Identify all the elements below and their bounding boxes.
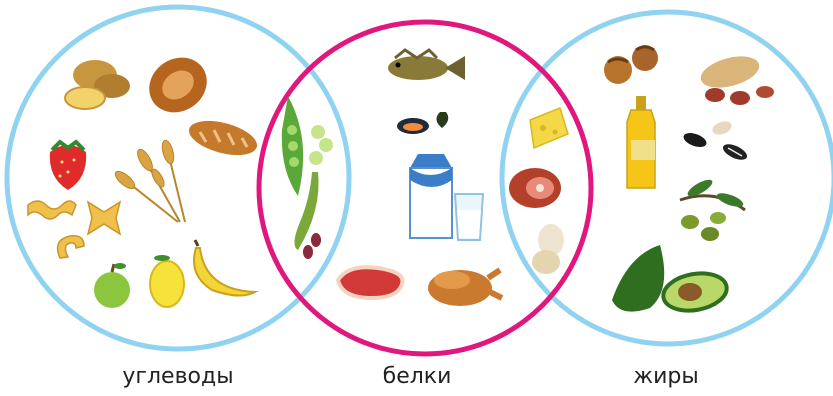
apple-icon bbox=[94, 263, 130, 308]
strawberry-icon bbox=[50, 142, 86, 190]
ham-icon bbox=[509, 168, 561, 208]
fats-label: жиры bbox=[633, 364, 698, 389]
bread-loaf-icon bbox=[139, 46, 218, 123]
cheese-icon bbox=[530, 108, 568, 148]
sunflower-seed-icon bbox=[682, 119, 750, 163]
wheat-icon bbox=[113, 139, 185, 222]
oil-bottle-icon bbox=[627, 96, 655, 188]
glass-of-milk-icon bbox=[455, 194, 483, 240]
fish-icon bbox=[388, 50, 465, 80]
olive-icon bbox=[680, 177, 745, 241]
pea-pod-icon bbox=[282, 96, 333, 196]
baguette-icon bbox=[185, 114, 260, 161]
eggs-icon bbox=[532, 224, 564, 274]
potato-icon bbox=[65, 60, 130, 109]
roast-chicken-icon bbox=[428, 270, 502, 306]
lemon-icon bbox=[150, 255, 184, 307]
proteins-label: белки bbox=[383, 364, 452, 389]
carbs-label: углеводы bbox=[122, 364, 233, 389]
pasta-icon bbox=[28, 201, 120, 258]
steak-icon bbox=[338, 267, 403, 298]
mussel-icon bbox=[397, 112, 448, 134]
avocado-icon bbox=[612, 245, 730, 315]
peanut-icon bbox=[697, 51, 774, 105]
milk-carton-icon bbox=[410, 154, 452, 238]
banana-icon bbox=[194, 240, 255, 296]
hazelnut-icon bbox=[604, 45, 658, 84]
